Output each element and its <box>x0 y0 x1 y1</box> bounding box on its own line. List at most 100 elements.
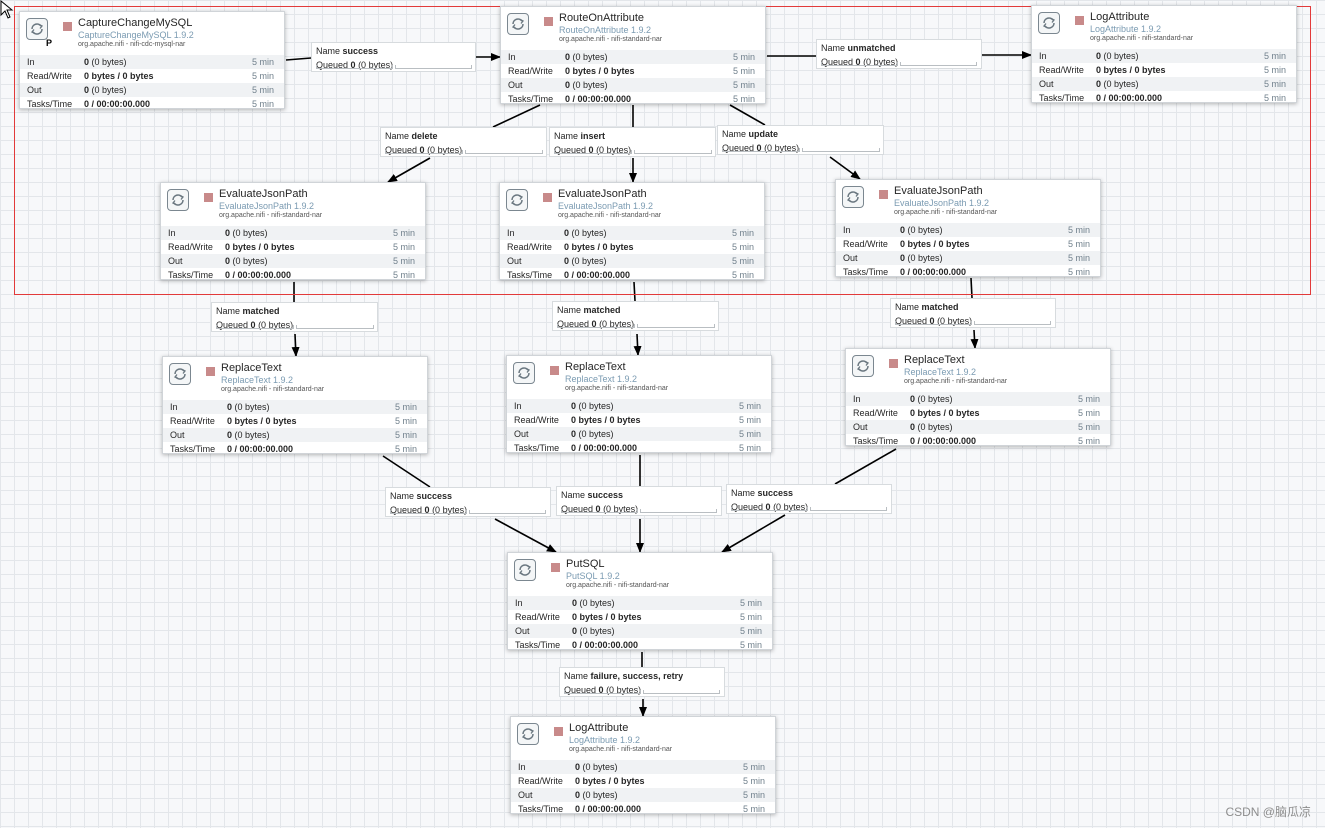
processor-type: RouteOnAttribute 1.9.2 <box>559 25 652 35</box>
stat-time-window: 5 min <box>742 776 765 786</box>
processor-name[interactable]: RouteOnAttribute <box>559 12 644 24</box>
stat-time-window: 5 min <box>738 443 761 453</box>
stat-value-part: 0 / 00:00:00.000 <box>910 436 977 446</box>
stat-value-part: (0 bytes) <box>905 225 943 235</box>
processor-name[interactable]: EvaluateJsonPath <box>894 185 983 197</box>
stat-time-window: 5 min <box>731 242 754 252</box>
processor-bundle: org.apache.nifi - nifi-cdc-mysql-nar <box>78 41 186 48</box>
processor-type: LogAttribute 1.9.2 <box>569 735 641 745</box>
processor-name[interactable]: LogAttribute <box>1090 11 1150 23</box>
stat-time-window: 5 min <box>392 242 415 252</box>
stat-value-part: 0 <box>572 598 578 608</box>
stat-value-part: (0 bytes) <box>232 402 270 412</box>
edge-matched-right-to-replace <box>970 329 979 349</box>
processor-name[interactable]: PutSQL <box>566 558 605 570</box>
stat-value-read-write: 0 bytes / 0 bytes <box>564 240 634 254</box>
stat-value-read-write: 0 bytes / 0 bytes <box>572 610 642 624</box>
stat-label-tasks-time: Tasks/Time <box>508 94 554 104</box>
connection-name-row: Name matched <box>895 300 959 314</box>
stat-label-tasks-time: Tasks/Time <box>514 443 560 453</box>
edge-eval-mid-to-matched <box>633 281 636 302</box>
stat-value-part: 0 bytes / 0 bytes <box>1096 65 1166 75</box>
processor-icon <box>852 355 874 377</box>
processor-name[interactable]: LogAttribute <box>569 722 629 734</box>
stat-value-part: 0 bytes / 0 bytes <box>564 242 634 252</box>
stat-value-part: (0 bytes) <box>570 80 608 90</box>
connection-name-row: Name success <box>316 44 378 58</box>
edge-success-left-to-putsql <box>494 518 557 553</box>
processor-name[interactable]: EvaluateJsonPath <box>558 188 647 200</box>
connection-queued-size: (0 bytes) <box>761 143 800 153</box>
edge-success-right-to-putsql <box>721 514 786 553</box>
stat-value-part: 0 bytes / 0 bytes <box>572 612 642 622</box>
queue-size-bar <box>640 509 717 513</box>
stat-value-part: 0 <box>571 429 577 439</box>
connection-queued-row: Queued 0 (0 bytes) <box>731 500 808 514</box>
connection-queued-row: Queued 0 (0 bytes) <box>564 683 641 697</box>
stat-value-part: (0 bytes) <box>915 394 953 404</box>
stat-value-tasks-time: 0 / 00:00:00.000 <box>1096 91 1162 105</box>
processor-name[interactable]: CaptureChangeMySQL <box>78 17 193 29</box>
processor-name[interactable]: ReplaceText <box>565 361 626 373</box>
connection-queued-label: Queued <box>216 320 249 330</box>
processor-type: PutSQL 1.9.2 <box>566 571 620 581</box>
processor-name[interactable]: ReplaceText <box>221 362 282 374</box>
processor-icon <box>169 363 191 385</box>
processor-name[interactable]: ReplaceText <box>904 354 965 366</box>
queue-count-bar <box>390 510 467 514</box>
stat-time-window: 5 min <box>1263 65 1286 75</box>
stopped-status-icon <box>550 366 559 375</box>
connection-queued-size: (0 bytes) <box>255 320 294 330</box>
stat-label-read-write: Read/Write <box>853 408 898 418</box>
stat-label-out: Out <box>168 256 183 266</box>
processor-type: LogAttribute 1.9.2 <box>1090 24 1162 34</box>
stat-value-part: (0 bytes) <box>1101 51 1139 61</box>
connection-name-label: Name <box>316 46 341 56</box>
processor-name[interactable]: EvaluateJsonPath <box>219 188 308 200</box>
stat-value-out: 0 (0 bytes) <box>900 251 943 265</box>
stat-value-in: 0 (0 bytes) <box>575 760 618 774</box>
stat-time-window: 5 min <box>742 804 765 814</box>
connection-queued-row: Queued 0 (0 bytes) <box>557 317 634 331</box>
stat-time-window: 5 min <box>251 71 274 81</box>
processor-bundle: org.apache.nifi - nifi-standard-nar <box>566 582 670 589</box>
connection-name-row: Name unmatched <box>821 41 896 55</box>
connection-queued-count: 0 <box>588 145 594 155</box>
stat-label-tasks-time: Tasks/Time <box>518 804 564 814</box>
stat-label-read-write: Read/Write <box>514 415 559 425</box>
connection-queued-label: Queued <box>385 145 418 155</box>
processor-type: EvaluateJsonPath 1.9.2 <box>558 201 654 211</box>
connection-queued-label: Queued <box>722 143 755 153</box>
